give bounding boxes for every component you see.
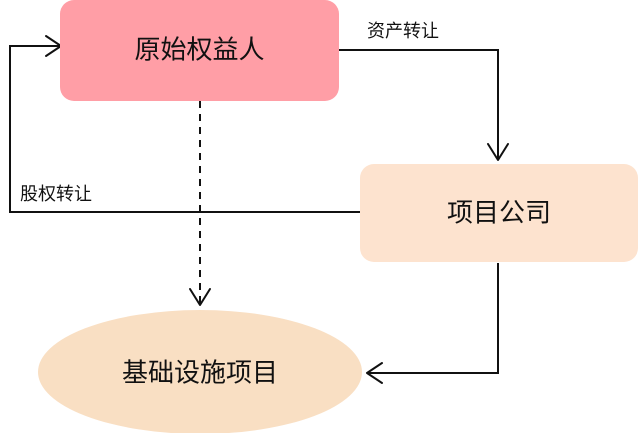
node-originator: 原始权益人 <box>60 0 339 101</box>
node-infrastructure-project-shape <box>38 310 362 433</box>
edge-equity-transfer-label: 股权转让 <box>20 184 92 205</box>
node-originator-label: 原始权益人 <box>134 36 264 66</box>
node-originator-shape <box>60 0 339 101</box>
edge-equity-transfer-line <box>9 45 360 213</box>
edge-equity-transfer: 股权转让 <box>9 35 360 213</box>
edge-originator-to-project <box>189 101 211 306</box>
edge-asset-transfer-label: 资产转让 <box>367 21 439 42</box>
edge-asset-transfer-line <box>339 49 499 158</box>
edge-asset-transfer-arrowhead <box>487 143 509 161</box>
node-infrastructure-project: 基础设施项目 <box>38 310 362 433</box>
edge-originator-to-project-arrowhead <box>189 288 211 306</box>
node-project-company-shape <box>360 164 638 262</box>
edge-company-to-project-line <box>368 263 499 374</box>
node-project-company: 项目公司 <box>360 164 638 262</box>
edge-asset-transfer: 资产转让 <box>339 21 509 161</box>
node-infrastructure-project-label: 基础设施项目 <box>122 359 278 389</box>
edge-company-to-project <box>366 263 499 384</box>
node-project-company-label: 项目公司 <box>447 199 551 229</box>
edge-company-to-project-arrowhead <box>366 362 383 384</box>
